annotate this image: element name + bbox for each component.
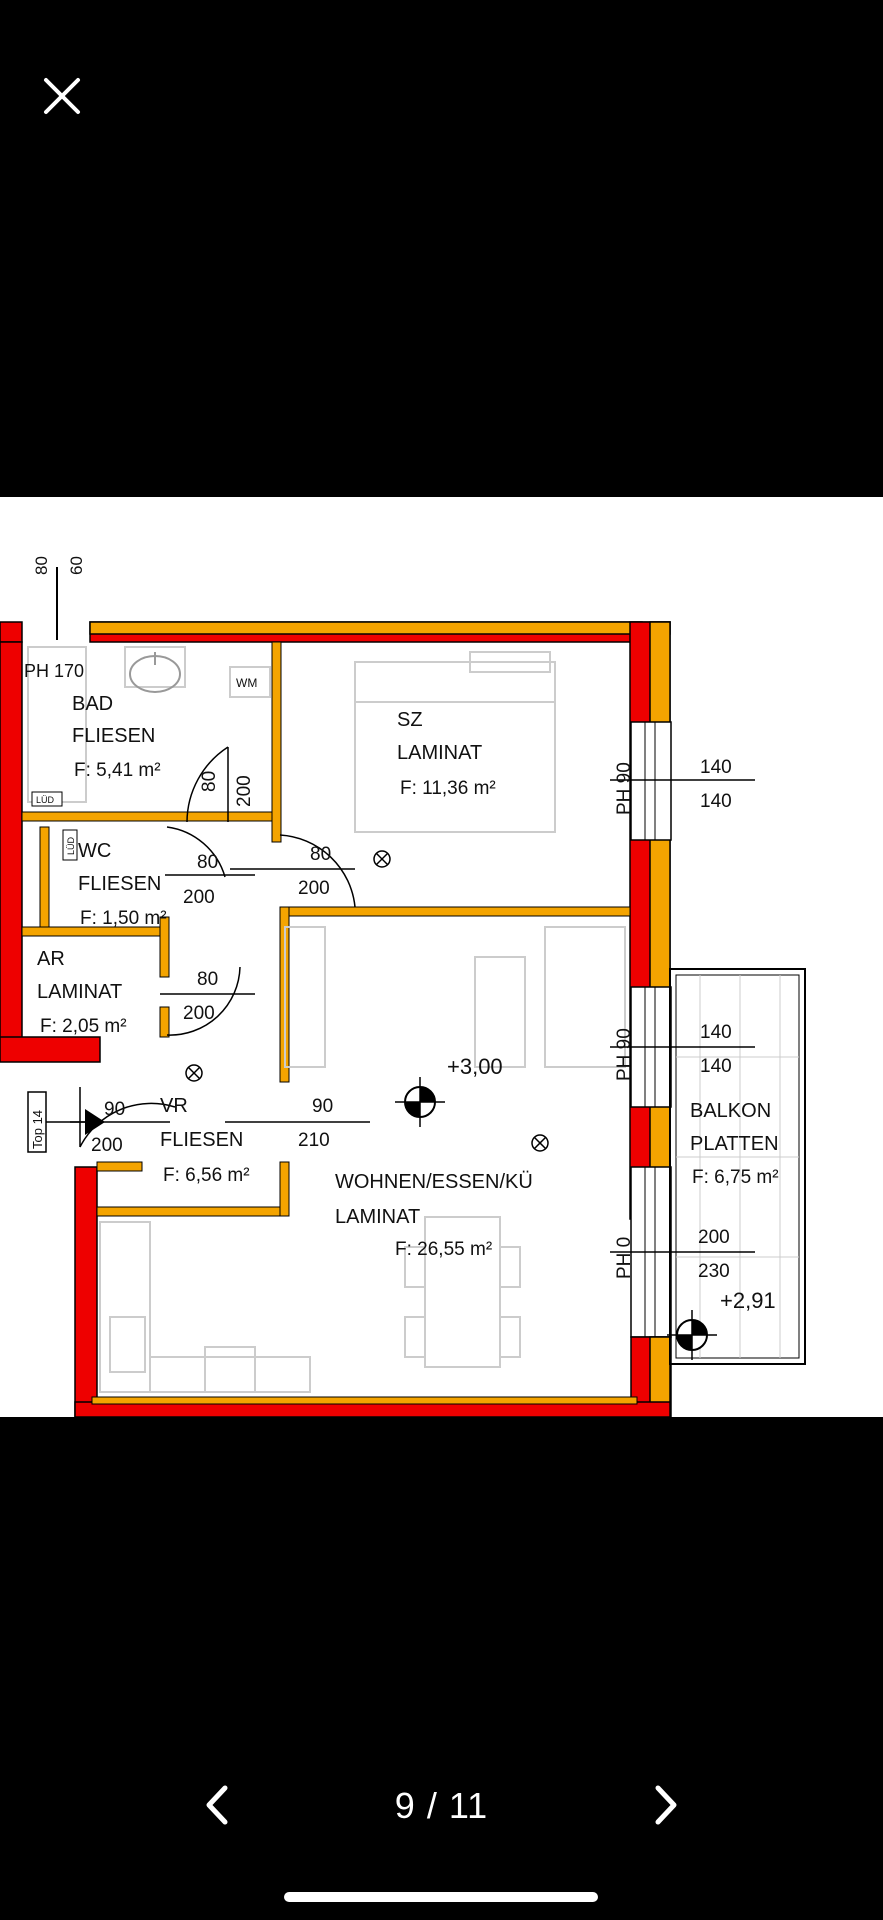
svg-text:WC: WC <box>78 840 111 862</box>
svg-text:230: 230 <box>698 1261 730 1282</box>
svg-text:140: 140 <box>700 1022 732 1043</box>
door-dimensions: 80 200 80 200 80 200 80 200 90 200 90 21… <box>91 771 333 1156</box>
entry-door-w: 90 <box>104 1099 125 1120</box>
svg-text:PLATTEN: PLATTEN <box>690 1133 779 1155</box>
image-counter: 9 / 11 <box>394 1785 489 1826</box>
svg-text:LAMINAT: LAMINAT <box>335 1206 420 1228</box>
wc-door-w: 80 <box>197 852 218 873</box>
svg-text:F: 5,41 m²: F: 5,41 m² <box>74 760 161 781</box>
wc-door-h: 200 <box>183 887 215 908</box>
svg-text:LÜD: LÜD <box>36 795 55 805</box>
room-vr: VR FLIESEN F: 6,56 m² <box>160 1095 250 1186</box>
lud-label-2: LÜD <box>62 829 78 861</box>
living-door-w: 90 <box>312 1096 333 1117</box>
level-marker-icon <box>395 1077 445 1127</box>
svg-text:FLIESEN: FLIESEN <box>160 1129 243 1151</box>
entry-door-h: 200 <box>91 1135 123 1156</box>
svg-text:VR: VR <box>160 1095 188 1117</box>
svg-text:BALKON: BALKON <box>690 1100 771 1122</box>
room-ar: AR LAMINAT F: 2,05 m² <box>37 948 127 1037</box>
top-label: Top 14 <box>27 1091 105 1153</box>
svg-text:AR: AR <box>37 948 65 970</box>
svg-text:LAMINAT: LAMINAT <box>37 981 122 1003</box>
svg-text:140: 140 <box>700 1056 732 1077</box>
svg-text:F: 6,56 m²: F: 6,56 m² <box>163 1165 250 1186</box>
level-marker-balcony-icon <box>667 1310 717 1360</box>
svg-text:SZ: SZ <box>397 709 423 731</box>
balcony-outline <box>669 968 806 1365</box>
room-wohnen: WOHNEN/ESSEN/KÜ LAMINAT F: 26,55 m² <box>335 1171 533 1260</box>
svg-text:140: 140 <box>700 791 732 812</box>
room-sz: SZ LAMINAT F: 11,36 m² <box>397 709 496 799</box>
close-icon[interactable] <box>40 74 84 118</box>
bad-door-w: 80 <box>199 771 220 792</box>
svg-text:F: 26,55 m²: F: 26,55 m² <box>395 1239 492 1260</box>
svg-text:FLIESEN: FLIESEN <box>72 725 155 747</box>
sink-icon <box>129 652 181 693</box>
top-dimension-marks: 80 60 <box>32 556 86 640</box>
svg-text:Top 14: Top 14 <box>30 1110 45 1149</box>
svg-text:200: 200 <box>698 1227 730 1248</box>
lud-label-1: LÜD <box>31 791 63 807</box>
sz-door-h: 200 <box>298 878 330 899</box>
wm-label: WM <box>236 676 257 690</box>
svg-text:BAD: BAD <box>72 693 113 715</box>
svg-text:PH 90: PH 90 <box>614 762 635 815</box>
svg-text:F: 11,36 m²: F: 11,36 m² <box>400 778 496 799</box>
room-balkon: BALKON PLATTEN F: 6,75 m² <box>690 1100 779 1188</box>
chevron-right-icon <box>655 1785 677 1825</box>
ar-door-h: 200 <box>183 1003 215 1024</box>
door-swings <box>79 746 356 1148</box>
floor-plan-image: 80 60 <box>0 497 883 1417</box>
next-image-button[interactable] <box>640 1780 690 1830</box>
svg-text:F: 2,05 m²: F: 2,05 m² <box>40 1016 127 1037</box>
room-wc: WC FLIESEN F: 1,50 m² <box>78 840 167 929</box>
furniture <box>27 646 626 1393</box>
light-icons <box>185 850 549 1152</box>
svg-text:LÜD: LÜD <box>66 836 76 855</box>
svg-text:WOHNEN/ESSEN/KÜ: WOHNEN/ESSEN/KÜ <box>335 1171 533 1193</box>
chevron-left-icon <box>206 1785 228 1825</box>
previous-image-button[interactable] <box>193 1780 243 1830</box>
svg-text:PH 0: PH 0 <box>614 1237 635 1279</box>
ph-170-label: PH 170 <box>24 661 84 681</box>
level-main: +3,00 <box>447 1054 503 1079</box>
svg-text:F: 6,75 m²: F: 6,75 m² <box>692 1167 779 1188</box>
svg-text:FLIESEN: FLIESEN <box>78 873 161 895</box>
window-dimensions: PH 90 140 140 PH 90 140 140 PH 0 200 230 <box>614 757 732 1282</box>
sz-door-w: 80 <box>310 844 331 865</box>
level-balcony: +2,91 <box>720 1288 776 1313</box>
bad-door-h: 200 <box>234 775 255 807</box>
room-bad: BAD FLIESEN F: 5,41 m² <box>72 693 161 781</box>
svg-text:F: 1,50 m²: F: 1,50 m² <box>80 908 167 929</box>
svg-text:140: 140 <box>700 757 732 778</box>
dim-top-80: 80 <box>32 556 51 575</box>
ar-door-w: 80 <box>197 969 218 990</box>
dimension-lines <box>70 779 755 1253</box>
home-indicator[interactable] <box>284 1892 598 1902</box>
dim-top-60: 60 <box>67 556 86 575</box>
svg-text:LAMINAT: LAMINAT <box>397 742 482 764</box>
living-door-h: 210 <box>298 1130 330 1151</box>
walls <box>0 621 672 1417</box>
svg-text:PH 90: PH 90 <box>614 1028 635 1081</box>
